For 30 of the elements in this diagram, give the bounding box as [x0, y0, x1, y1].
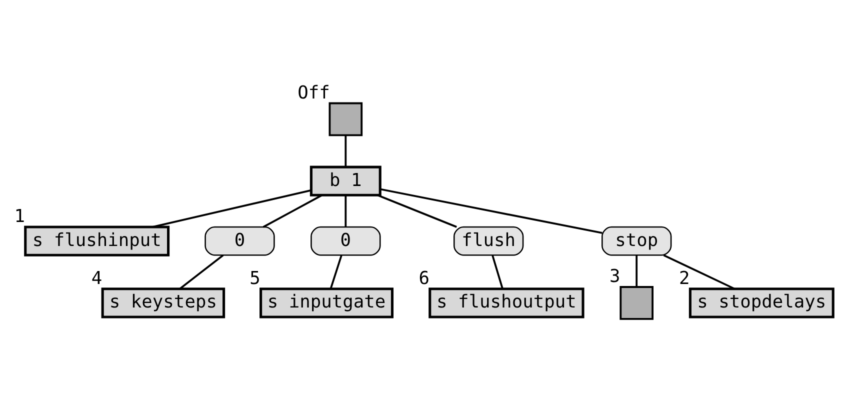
connector	[377, 194, 457, 228]
node-box: flush	[453, 226, 524, 256]
connector	[330, 254, 342, 288]
node-box: b 1	[310, 165, 382, 196]
connector	[262, 194, 322, 228]
node-label: 4	[91, 268, 102, 289]
node-label: 1	[14, 206, 26, 227]
node-box: stop	[602, 226, 672, 256]
connector	[152, 188, 312, 228]
node-label: 6	[418, 268, 430, 289]
connector	[380, 188, 602, 234]
node-label: Off	[298, 82, 330, 103]
connector	[663, 254, 735, 290]
connector	[179, 254, 224, 290]
node-box: s stopdelays	[688, 287, 834, 318]
node-box	[328, 102, 363, 136]
connector	[344, 195, 347, 226]
node-box: s flushoutput	[428, 287, 584, 318]
connector	[344, 134, 347, 166]
node-box: s keysteps	[101, 287, 226, 318]
connector	[636, 255, 638, 286]
node-box: 0	[310, 226, 381, 256]
node-box: s inputgate	[260, 287, 394, 318]
node-label: 5	[250, 268, 260, 289]
node-box: s flushinput	[24, 225, 170, 256]
node-label: 2	[679, 268, 690, 289]
node-box	[620, 286, 654, 320]
connector	[492, 254, 504, 288]
node-box: 0	[204, 226, 275, 256]
node-label: 3	[610, 266, 620, 287]
